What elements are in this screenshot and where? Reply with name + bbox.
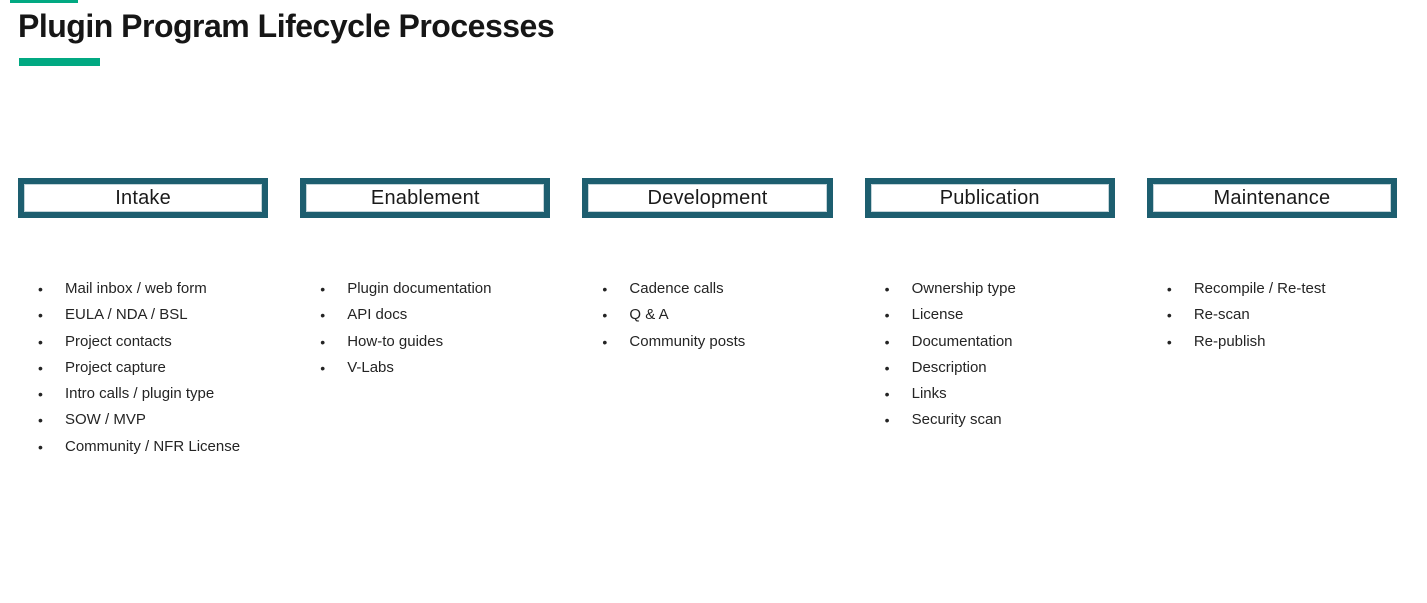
bullet-icon: • bbox=[884, 333, 890, 350]
stage-header: Intake bbox=[18, 178, 269, 218]
list-item-label: Recompile / Re-test bbox=[1193, 280, 1326, 297]
bullet-icon: • bbox=[884, 386, 890, 403]
bullet-icon: • bbox=[320, 281, 326, 297]
list-item-label: API docs bbox=[347, 306, 408, 324]
list-item: • Plugin documentation bbox=[320, 276, 550, 302]
stage-bullet-list: • Recompile / Re-test • Re-scan • Re-pub… bbox=[1147, 276, 1397, 355]
bullet-icon: • bbox=[884, 281, 890, 297]
list-item: • Project capture bbox=[38, 355, 268, 381]
lifecycle-column-maintenance: Maintenance • Recompile / Re-test • Re-s… bbox=[1146, 178, 1398, 460]
list-item: • Description bbox=[885, 355, 1115, 381]
list-item: • Q & A bbox=[602, 302, 832, 328]
stage-header: Enablement bbox=[300, 178, 551, 218]
list-item: • Recompile / Re-test bbox=[1167, 276, 1397, 302]
stage-bullet-list: • Cadence calls • Q & A • Community post… bbox=[582, 276, 832, 355]
list-item: • Re-scan bbox=[1167, 302, 1397, 328]
bullet-icon: • bbox=[320, 333, 326, 350]
list-item: • Community / NFR License bbox=[38, 434, 268, 460]
bullet-icon: • bbox=[38, 438, 43, 455]
list-item: • Re-publish bbox=[1167, 329, 1397, 355]
list-item-label: SOW / MVP bbox=[65, 411, 146, 429]
bullet-icon: • bbox=[38, 386, 43, 403]
list-item: • API docs bbox=[320, 302, 550, 328]
list-item-label: License bbox=[911, 306, 964, 324]
list-item-label: Links bbox=[911, 385, 947, 403]
list-item-label: Re-scan bbox=[1193, 306, 1250, 324]
list-item: • How-to guides bbox=[320, 329, 550, 355]
lifecycle-column-publication: Publication • Ownership type • License •… bbox=[864, 178, 1115, 460]
bullet-icon: • bbox=[602, 307, 608, 324]
list-item-label: Re-publish bbox=[1193, 332, 1266, 350]
list-item-label: EULA / NDA / BSL bbox=[65, 306, 188, 324]
list-item: • EULA / NDA / BSL bbox=[38, 302, 268, 328]
list-item: • SOW / MVP bbox=[38, 407, 268, 433]
list-item-label: Community posts bbox=[629, 332, 746, 350]
bullet-icon: • bbox=[1166, 281, 1172, 297]
list-item-label: Ownership type bbox=[911, 280, 1016, 297]
bullet-icon: • bbox=[38, 333, 43, 350]
list-item-label: Description bbox=[911, 358, 987, 376]
list-item-label: Mail inbox / web form bbox=[65, 280, 207, 297]
list-item: • Project contacts bbox=[38, 329, 268, 355]
list-item: • Documentation bbox=[885, 329, 1115, 355]
stage-header: Publication bbox=[864, 178, 1115, 218]
bullet-icon: • bbox=[884, 359, 890, 376]
list-item: • Security scan bbox=[885, 407, 1115, 433]
list-item-label: How-to guides bbox=[347, 332, 444, 350]
stage-header: Maintenance bbox=[1146, 178, 1398, 218]
bullet-icon: • bbox=[38, 359, 43, 376]
list-item-label: Cadence calls bbox=[629, 280, 724, 297]
list-item-label: Intro calls / plugin type bbox=[65, 385, 215, 403]
list-item: • Ownership type bbox=[885, 276, 1115, 302]
bullet-icon: • bbox=[602, 281, 608, 297]
list-item-label: Documentation bbox=[911, 332, 1013, 350]
page-title: Plugin Program Lifecycle Processes bbox=[18, 8, 555, 44]
lifecycle-column-development: Development • Cadence calls • Q & A • Co… bbox=[582, 178, 833, 460]
lifecycle-column-intake: Intake • Mail inbox / web form • EULA / … bbox=[18, 178, 269, 460]
list-item-label: Community / NFR License bbox=[65, 437, 241, 455]
stage-header: Development bbox=[582, 178, 833, 218]
bullet-icon: • bbox=[884, 307, 890, 324]
stage-bullet-list: • Mail inbox / web form • EULA / NDA / B… bbox=[18, 276, 268, 460]
top-accent-sliver bbox=[10, 0, 78, 3]
list-item-label: V-Labs bbox=[347, 358, 394, 376]
bullet-icon: • bbox=[602, 333, 608, 350]
title-accent-bar bbox=[19, 58, 100, 66]
bullet-icon: • bbox=[320, 307, 326, 324]
bullet-icon: • bbox=[38, 307, 43, 324]
list-item: • Links bbox=[885, 381, 1115, 407]
stage-bullet-list: • Plugin documentation • API docs • How-… bbox=[300, 276, 550, 381]
stage-bullet-list: • Ownership type • License • Documentati… bbox=[865, 276, 1115, 434]
bullet-icon: • bbox=[1166, 333, 1172, 350]
bullet-icon: • bbox=[320, 359, 326, 376]
list-item: • Intro calls / plugin type bbox=[38, 381, 268, 407]
list-item: • Community posts bbox=[602, 329, 832, 355]
list-item-label: Plugin documentation bbox=[347, 280, 492, 297]
list-item-label: Q & A bbox=[629, 306, 669, 324]
list-item: • License bbox=[885, 302, 1115, 328]
lifecycle-column-enablement: Enablement • Plugin documentation • API … bbox=[300, 178, 551, 460]
lifecycle-columns: Intake • Mail inbox / web form • EULA / … bbox=[18, 178, 1398, 460]
list-item-label: Security scan bbox=[911, 411, 1002, 429]
list-item-label: Project contacts bbox=[65, 332, 172, 350]
list-item: • Cadence calls bbox=[602, 276, 832, 302]
bullet-icon: • bbox=[38, 412, 43, 429]
list-item: • V-Labs bbox=[320, 355, 550, 381]
list-item-label: Project capture bbox=[65, 358, 166, 376]
bullet-icon: • bbox=[1166, 307, 1172, 324]
list-item: • Mail inbox / web form bbox=[38, 276, 268, 302]
bullet-icon: • bbox=[38, 281, 43, 297]
bullet-icon: • bbox=[884, 412, 890, 429]
